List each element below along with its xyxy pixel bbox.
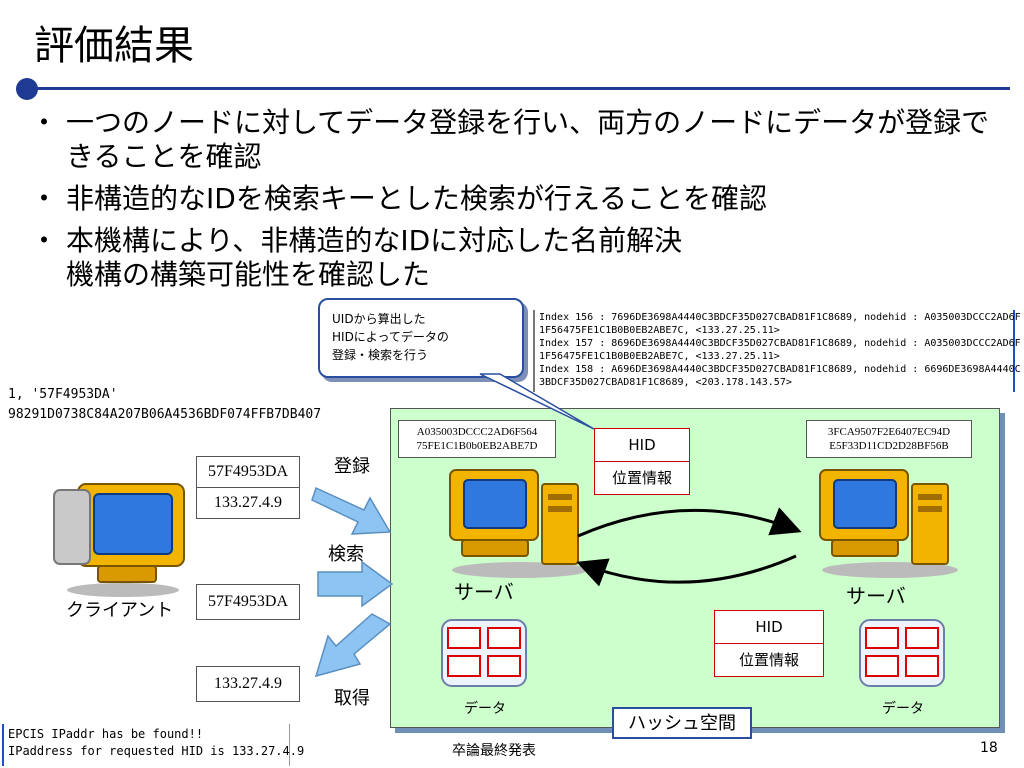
console-line: IPaddress for requested HID is 133.27.4.… [8, 744, 305, 758]
fetch-arrow-icon [314, 613, 392, 678]
bullet-item: ・ 本機構により、非構造的なIDに対応した名前解決機構の構築可能性を確認した [30, 224, 706, 292]
server-sync-arrows [576, 507, 802, 587]
client-id-hash: 98291D0738C84A207B06A4536BDF074FFB7DB407 [8, 407, 322, 422]
bullet-text: 本機構により、非構造的なIDに対応した名前解決機構の構築可能性を確認した [66, 224, 683, 291]
client-id-line: 1, '57F4953DA' [8, 387, 118, 402]
register-action-label: 登録 [334, 456, 370, 477]
title-underline [30, 87, 1010, 90]
bullet-list: ・ 一つのノードに対してデータ登録を行い、両方のノードにデータが登録できることを… [30, 106, 1010, 300]
right-server-computer-icon [819, 469, 958, 578]
callout-line: UIDから算出した [332, 312, 426, 326]
register-arrow-icon [311, 486, 392, 535]
location-cell: 位置情報 [595, 461, 689, 494]
bullet-mark: ・ [30, 106, 59, 139]
left-server-label: サーバ [454, 580, 514, 604]
hid-table-top: HID 位置情報 [594, 428, 690, 495]
bullet-item: ・ 非構造的なIDを検索キーとした検索が行えることを確認 [30, 182, 1010, 216]
hash-space-label: ハッシュ空間 [612, 707, 752, 739]
client-id-text: 1, '57F4953DA' 98291D0738C84A207B06A4536… [8, 385, 321, 425]
log-line: 1F56475FE1C1B0B0EB2ABE7C, <133.27.25.11> [539, 325, 780, 336]
right-server-hid-line: 3FCA9507F2E6407EC94D [827, 426, 951, 438]
footer-text: 卒論最終発表 [452, 743, 536, 759]
log-line: Index 156 : 7696DE3698A4440C3BDCF35D027C… [539, 312, 1021, 323]
search-action-label: 検索 [328, 544, 364, 565]
title-bullet-dot [16, 78, 38, 100]
right-server-label: サーバ [846, 584, 906, 608]
register-value: 133.27.4.9 [214, 494, 282, 511]
register-data-box: 57F4953DA 133.27.4.9 [196, 456, 300, 519]
left-server-hid-line: A035003DCCC2AD6F564 [416, 426, 538, 438]
callout-line: HIDによってデータの [332, 330, 449, 344]
log-output-box: Index 156 : 7696DE3698A4440C3BDCF35D027C… [533, 310, 1021, 392]
result-value-box: 133.27.4.9 [196, 666, 300, 702]
bullet-mark: ・ [30, 224, 59, 257]
bullet-item: ・ 一つのノードに対してデータ登録を行い、両方のノードにデータが登録できることを… [30, 106, 1010, 174]
right-data-icon [859, 619, 945, 687]
location-cell: 位置情報 [715, 643, 823, 676]
log-line: Index 158 : A696DE3698A4440C3BDCF35D027C… [539, 364, 1021, 375]
page-number: 18 [980, 740, 998, 756]
hid-cell: HID [628, 436, 656, 454]
left-data-icon [441, 619, 527, 687]
client-computer-icon [53, 483, 185, 597]
right-server-hid-box: 3FCA9507F2E6407EC94D E5F33D11CD2D28BF56B [806, 420, 972, 458]
right-data-label: データ [882, 701, 924, 717]
right-server-hid-line: E5F33D11CD2D28BF56B [829, 440, 949, 452]
bullet-mark: ・ [30, 182, 59, 215]
fetch-action-label: 取得 [334, 688, 370, 709]
hid-table-middle: HID 位置情報 [714, 610, 824, 677]
slide-title: 評価結果 [34, 23, 194, 69]
register-key: 57F4953DA [197, 457, 299, 488]
bullet-text: 一つのノードに対してデータ登録を行い、両方のノードにデータが登録できることを確認 [66, 106, 990, 173]
search-arrow-icon [317, 560, 394, 608]
log-line: 3BDCF35D027CBAD81F1C8689, <203.178.143.5… [539, 377, 792, 388]
left-server-hid-line: 75FE1C1B0b0EB2ABE7D [416, 440, 538, 452]
left-server-computer-icon [449, 469, 588, 578]
callout-line: 登録・検索を行う [332, 348, 429, 362]
log-line: 1F56475FE1C1B0B0EB2ABE7C, <133.27.25.11> [539, 351, 780, 362]
search-key-box: 57F4953DA [196, 584, 300, 620]
console-output: EPCIS IPaddr has be found!! IPaddress fo… [2, 724, 305, 766]
left-data-label: データ [464, 701, 506, 717]
bullet-text: 非構造的なIDを検索キーとした検索が行えることを確認 [66, 182, 767, 215]
hid-cell: HID [755, 618, 783, 636]
console-line: EPCIS IPaddr has be found!! [8, 727, 204, 741]
callout-bubble: UIDから算出した HIDによってデータの 登録・検索を行う [318, 298, 524, 378]
log-line: Index 157 : 8696DE3698A4440C3BDCF35D027C… [539, 338, 1021, 349]
client-label: クライアント [66, 600, 174, 621]
left-server-hid-box: A035003DCCC2AD6F564 75FE1C1B0b0EB2ABE7D [398, 420, 556, 458]
callout-pointer [479, 373, 595, 430]
